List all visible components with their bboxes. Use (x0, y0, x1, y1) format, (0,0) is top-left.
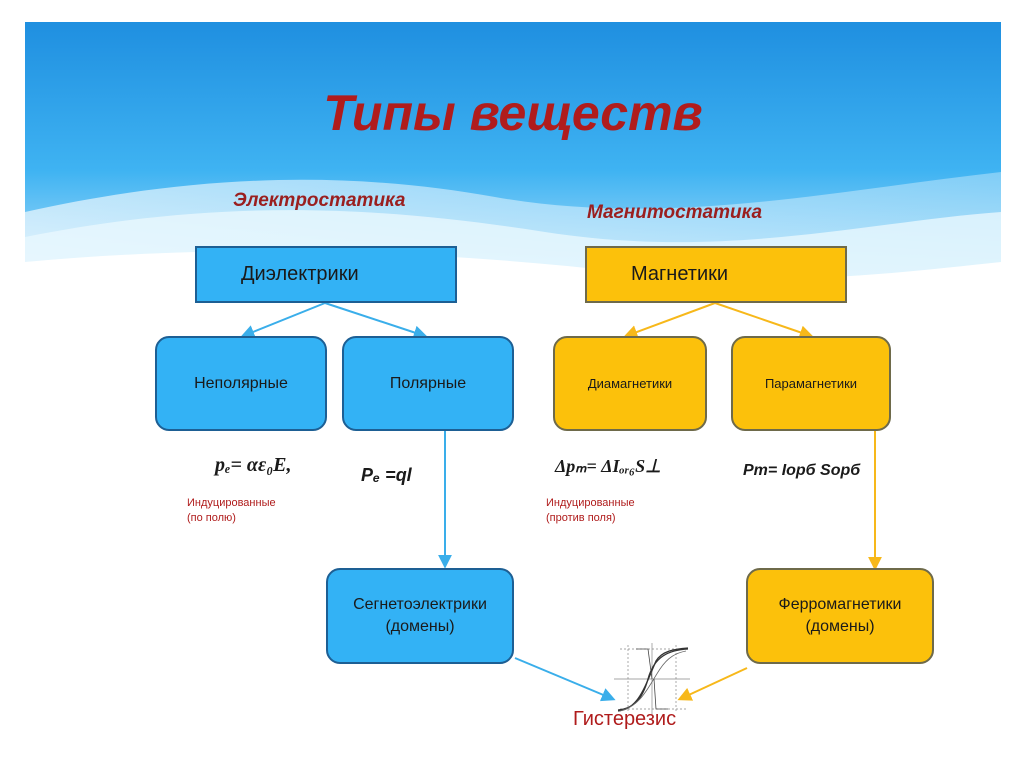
formula-nonpolar: pₑ= αε₀E, (215, 454, 292, 476)
box-ferroelectrics-domains: (домены) (385, 618, 455, 635)
arrow-dielectrics-to-nonpolar (240, 302, 326, 339)
hysteresis-graph-icon (614, 643, 690, 715)
box-diamagnetics: Диамагнетики (553, 336, 707, 431)
note-induced-against-line2: (против поля) (546, 512, 616, 524)
box-ferroelectrics-label: Сегнетоэлектрики (353, 596, 487, 613)
formula-diamagnetic: Δpₘ= ΔIₒᵣ₆S⊥ (555, 456, 661, 476)
hysteresis-label: Гистерезис (573, 708, 677, 730)
note-induced-against-line1: Индуцированные (546, 497, 635, 509)
slide-title: Типы веществ (323, 85, 703, 141)
box-ferromagnetics-label: Ферромагнетики (778, 596, 902, 613)
arrow-magnetics-to-diamagnetics (623, 302, 716, 339)
box-dielectrics: Диэлектрики (195, 246, 457, 303)
note-induced-along-line2: (по полю) (187, 512, 236, 524)
formula-paramagnetic: Pm= Iорб Sорб (743, 462, 861, 479)
box-paramagnetics: Парамагнетики (731, 336, 891, 431)
box-polar: Полярные (342, 336, 514, 431)
box-magnetics-label: Магнетики (631, 263, 729, 285)
arrow-magnetics-to-paramagnetics (714, 302, 814, 339)
arrow-ferroelectrics-to-hysteresis (514, 657, 616, 702)
note-induced-against: Индуцированные (против поля) (546, 496, 635, 526)
box-magnetics: Магнетики (585, 246, 847, 303)
box-nonpolar-label: Неполярные (194, 374, 288, 392)
box-ferromagnetics-domains: (домены) (805, 618, 875, 635)
blue-arrows (240, 302, 616, 702)
box-ferroelectrics: Сегнетоэлектрики (домены) (326, 568, 514, 664)
box-nonpolar: Неполярные (155, 336, 327, 431)
connectors (240, 302, 882, 715)
arrow-ferromagnetics-to-hysteresis (677, 667, 748, 701)
box-ferromagnetics: Ферромагнетики (домены) (746, 568, 934, 664)
box-dielectrics-label: Диэлектрики (241, 263, 359, 285)
formula-polar: Pₑ =ql (361, 465, 412, 485)
section-magnetostatics: Магнитостатика (587, 202, 763, 223)
box-polar-label: Полярные (389, 374, 467, 392)
section-electrostatics: Электростатика (233, 190, 406, 211)
note-induced-along-line1: Индуцированные (187, 497, 276, 509)
box-diamagnetics-label: Диамагнетики (587, 376, 673, 391)
arrow-dielectrics-to-polar (324, 302, 428, 340)
note-induced-along: Индуцированные (по полю) (187, 496, 276, 526)
gold-arrows (623, 302, 882, 701)
box-paramagnetics-label: Парамагнетики (764, 376, 858, 391)
slide: Типы веществ Электростатика Магнитостати… (25, 22, 1001, 744)
